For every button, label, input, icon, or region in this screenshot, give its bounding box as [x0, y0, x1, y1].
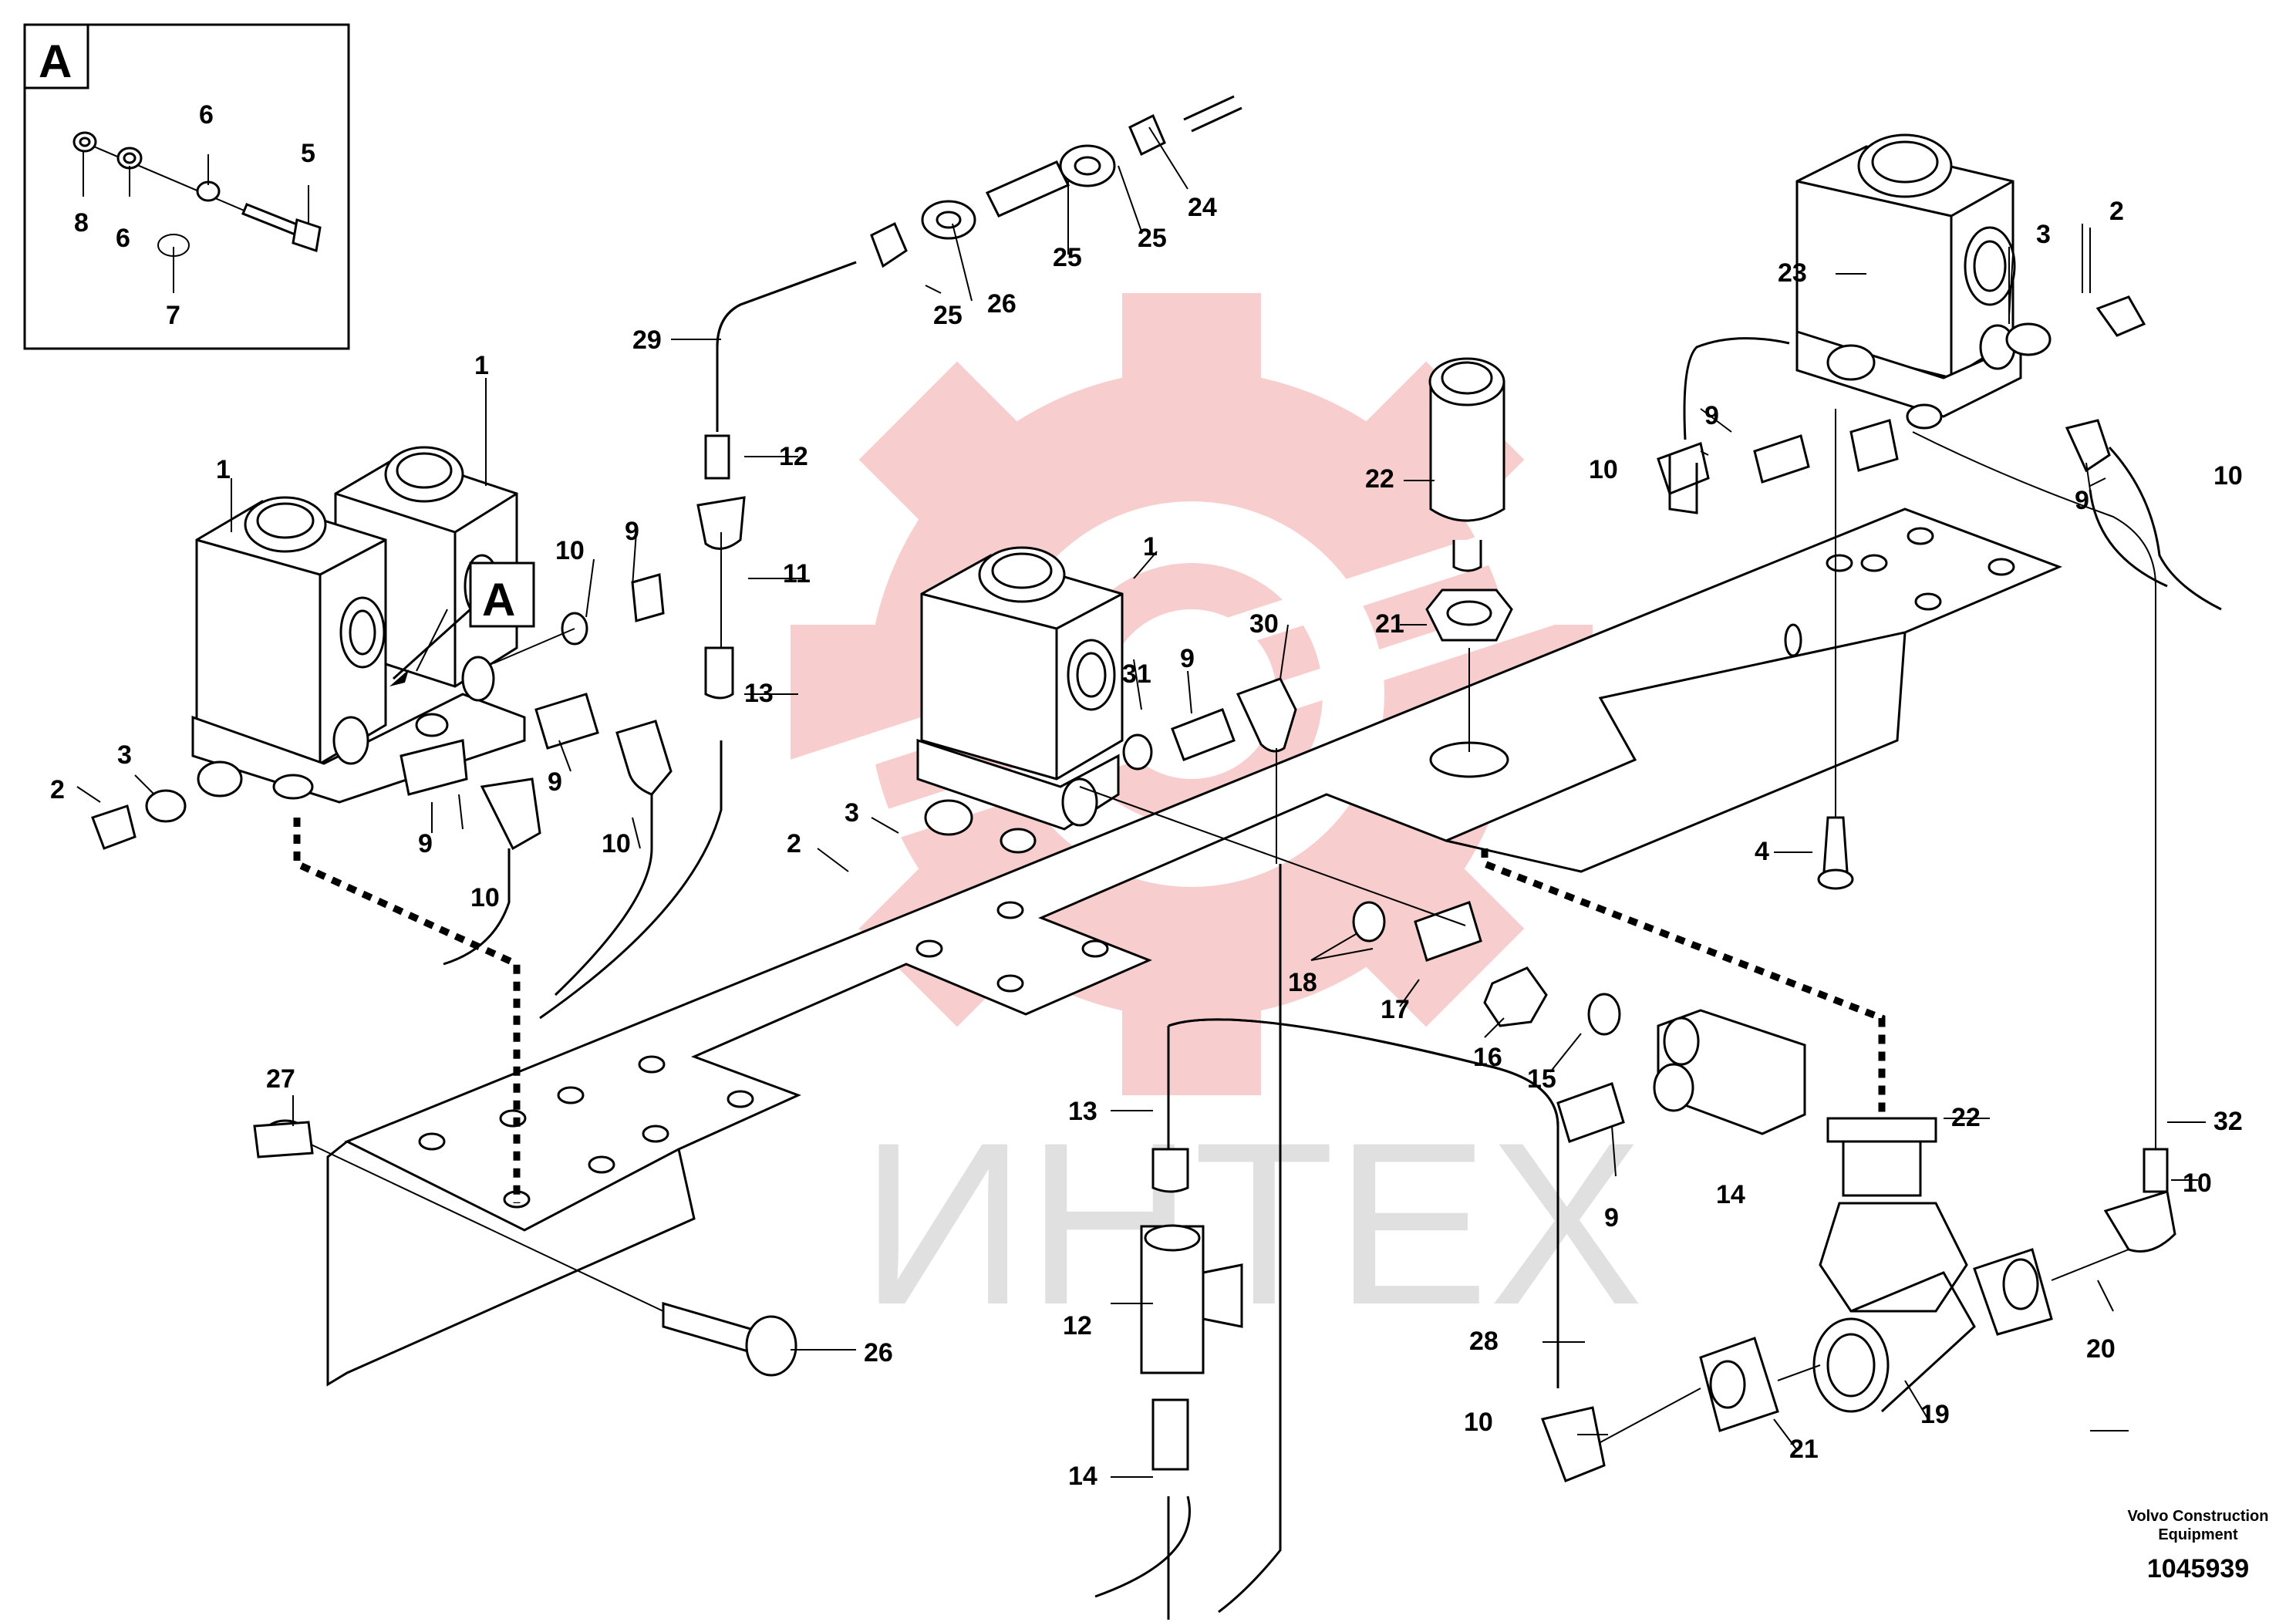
callout-label: 9: [418, 829, 433, 858]
callout-label: 14: [1716, 1180, 1745, 1209]
callout-label: 16: [1473, 1043, 1502, 1072]
callout-label: 10: [470, 883, 500, 912]
brand-line-1: Volvo Construction: [2128, 1508, 2269, 1525]
detail-a-pointer: A: [389, 561, 535, 686]
callout-label: 22: [1951, 1103, 1981, 1132]
callout-label: 3: [845, 798, 859, 828]
fittings-top: [696, 95, 1242, 700]
bolt-and-spacer: [253, 1119, 797, 1377]
callout-label: 25: [933, 301, 963, 330]
fittings-upper-right: [1657, 295, 2222, 890]
callout-label: 2: [2109, 197, 2124, 226]
brand-line-2: Equipment: [2158, 1526, 2238, 1543]
callout-label: 10: [1464, 1408, 1493, 1437]
callout-label: 25: [1138, 224, 1167, 253]
callout-label: 9: [1704, 401, 1719, 430]
svg-text:A: A: [482, 574, 515, 626]
callout-label: 13: [744, 679, 774, 708]
callout-label: 20: [2086, 1334, 2116, 1364]
callout-label: 17: [1381, 995, 1410, 1024]
callout-label: 21: [1789, 1435, 1819, 1464]
callout-label: 11: [783, 559, 811, 588]
hose-lower-tee: [1094, 864, 1559, 1620]
callout-label: 7: [166, 301, 180, 330]
leader-lines: [76, 126, 2206, 1478]
callout-label: 4: [1755, 837, 1769, 866]
callout-label: 6: [116, 224, 130, 253]
pressure-sender: [1425, 357, 1513, 752]
callout-label: 31: [1122, 659, 1151, 689]
callout-label: 10: [2213, 461, 2243, 491]
callout-label: 10: [1589, 455, 1618, 484]
callout-label: 3: [117, 740, 132, 770]
solenoid-valve-right: [1795, 133, 2022, 430]
callout-label: 26: [864, 1338, 893, 1367]
callout-label: 1: [474, 351, 489, 380]
callout-label: 24: [1188, 193, 1217, 222]
callout-label: 29: [632, 325, 662, 355]
callout-label: 9: [1604, 1203, 1619, 1233]
callout-label: 12: [1063, 1311, 1092, 1340]
callout-label: 22: [1365, 464, 1394, 494]
callout-label: 9: [2075, 486, 2089, 515]
callout-label: 26: [987, 289, 1017, 319]
solenoid-valve-center: [916, 546, 1124, 854]
callout-label: 23: [1778, 258, 1807, 288]
callout-label: 5: [301, 139, 315, 168]
callout-label: 10: [602, 829, 631, 858]
dashed-link-right: [1481, 848, 1886, 1134]
callout-label: 14: [1068, 1462, 1097, 1491]
callout-label: 6: [199, 100, 214, 130]
callout-label: 18: [1288, 968, 1317, 997]
callout-label: 10: [2183, 1168, 2212, 1198]
callout-label: 32: [2213, 1107, 2243, 1136]
callout-label: 25: [1053, 243, 1082, 272]
detail-a-label: A: [39, 35, 72, 87]
callout-label: 19: [1920, 1400, 1950, 1429]
callout-label: 30: [1249, 609, 1279, 639]
callout-label: 1: [1143, 532, 1158, 561]
callout-label: 28: [1469, 1327, 1499, 1356]
callout-label: 2: [50, 775, 65, 804]
fittings-left: [91, 573, 723, 1020]
fittings-center: [1079, 677, 1806, 1143]
callout-label: 15: [1527, 1064, 1556, 1094]
callout-label: 9: [625, 517, 639, 546]
callout-label: 1: [216, 455, 231, 484]
detail-a-box: A: [23, 23, 350, 350]
callout-label: 3: [2036, 220, 2051, 249]
callout-label: 27: [266, 1064, 295, 1094]
solenoid-valve-left-pair: [191, 446, 526, 804]
callout-label: 9: [548, 767, 562, 797]
watermark-text: ИНТЕХ: [860, 1094, 1644, 1353]
dashed-link-left: [293, 818, 521, 1203]
callout-label: 2: [787, 829, 801, 858]
callout-label: 8: [74, 208, 89, 238]
callout-label: 9: [1180, 644, 1195, 673]
mounting-bracket: [326, 508, 2063, 1387]
callout-labels: 8 6 6 5 7 1 1 1 2 2 2 3 3 3 4 9 9 9 9 9 …: [50, 100, 2243, 1491]
callout-label: 10: [555, 536, 585, 565]
callout-label: 12: [779, 442, 808, 471]
document-number: 1045939: [2147, 1554, 2249, 1583]
fittings-right-lower: [1540, 431, 2176, 1482]
callout-label: 21: [1375, 609, 1404, 639]
callout-label: 13: [1068, 1097, 1097, 1126]
